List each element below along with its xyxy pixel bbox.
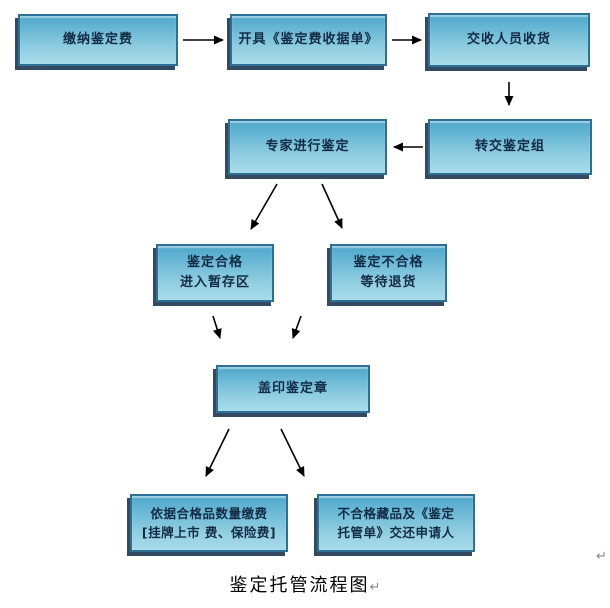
node-label: 依据合格品数量缴费: [150, 505, 268, 521]
diagram-caption: 鉴定托管流程图↵: [0, 571, 610, 597]
paragraph-return-mark: ↵: [596, 549, 607, 564]
node-label: 托管单》交还申请人: [337, 525, 455, 540]
node-label: 不合格藏品及《鉴定: [337, 505, 455, 521]
node-label: 鉴定合格: [186, 254, 243, 270]
node-label: 缴纳鉴定费: [62, 31, 133, 47]
node-label: 转交鉴定组: [474, 138, 545, 154]
node-label: [挂牌上市 费、保险费]: [141, 525, 277, 540]
node-pay-by-quantity: 依据合格品数量缴费 [挂牌上市 费、保险费]: [130, 494, 288, 552]
node-label: 等待退货: [360, 275, 417, 290]
node-label: 专家进行鉴定: [265, 138, 350, 154]
node-label: 进入暂存区: [179, 275, 250, 290]
node-qualified: 鉴定合格 进入暂存区: [156, 244, 274, 302]
arrow-expert-appraisal-to-qualified: [250, 183, 278, 230]
node-return-items: 不合格藏品及《鉴定 托管单》交还申请人: [317, 494, 475, 552]
node-label: 开具《鉴定费收据单》: [238, 31, 379, 47]
node-pay-fee: 缴纳鉴定费: [18, 14, 178, 66]
arrow-unqualified-to-stamp: [291, 315, 302, 339]
node-label: 盖印鉴定章: [257, 380, 328, 396]
caption-text: 鉴定托管流程图: [229, 575, 370, 596]
node-label: 鉴定不合格: [353, 254, 424, 270]
node-expert-appraisal: 专家进行鉴定: [228, 119, 387, 175]
node-stamp: 盖印鉴定章: [216, 365, 370, 413]
arrow-qualified-to-stamp: [212, 315, 222, 339]
node-unqualified: 鉴定不合格 等待退货: [330, 244, 447, 302]
paragraph-return-mark: ↵: [369, 580, 381, 595]
node-transfer-group: 转交鉴定组: [428, 119, 592, 175]
node-issue-receipt: 开具《鉴定费收据单》: [230, 14, 387, 66]
node-receive-goods: 交收人员收货: [428, 13, 590, 67]
node-label: 交收人员收货: [466, 31, 551, 47]
arrow-stamp-to-return-items: [280, 428, 305, 477]
arrow-stamp-to-pay-by-quantity: [205, 428, 230, 477]
arrow-expert-appraisal-to-unqualified: [321, 183, 343, 229]
